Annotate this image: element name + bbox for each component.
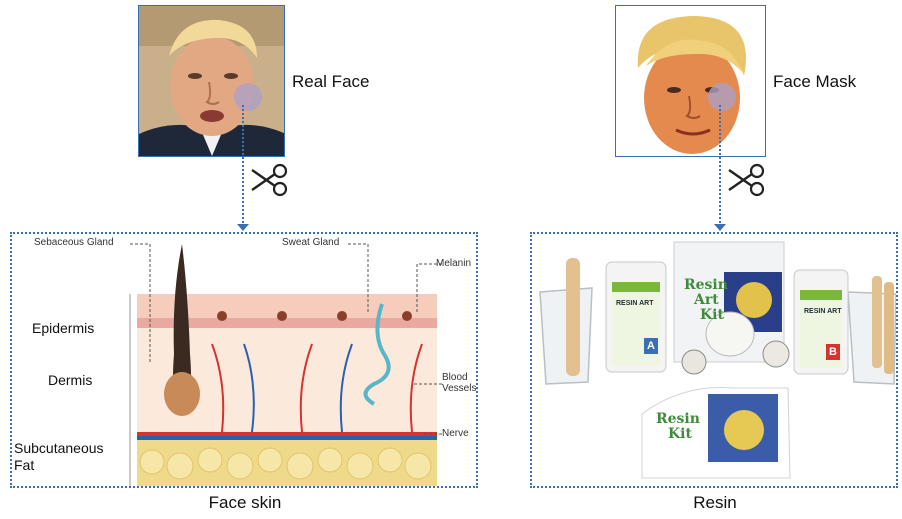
- resin-caption: Resin: [660, 493, 770, 513]
- real-face-label: Real Face: [292, 72, 369, 92]
- label-sweat-gland: Sweat Gland: [282, 237, 339, 248]
- label-epidermis: Epidermis: [32, 320, 94, 336]
- resin-kit-illustration: [532, 234, 896, 486]
- kit-brand-logo: Resin Art Kit: [684, 278, 728, 323]
- arrow-head-left: [237, 224, 249, 231]
- bottle-a-badge: A: [644, 338, 658, 354]
- resin-panel: RESIN ART A RESIN ART B Resin Art Kit Re…: [530, 232, 898, 488]
- connector-line-right: [719, 105, 721, 227]
- face-mask-illustration: [616, 6, 766, 157]
- bottle-b-text: RESIN ART: [804, 308, 841, 315]
- connector-line-left: [242, 105, 244, 227]
- label-dermis: Dermis: [48, 372, 92, 388]
- sample-spot-marker: [234, 83, 262, 111]
- label-nerve: Nerve: [442, 428, 469, 439]
- face-mask-label: Face Mask: [773, 72, 856, 92]
- sample-spot-marker: [708, 83, 736, 111]
- label-sebaceous-gland: Sebaceous Gland: [34, 237, 114, 248]
- label-subcutaneous-fat: Subcutaneous Fat: [14, 440, 104, 474]
- real-face-illustration: [139, 6, 285, 157]
- face-mask-photo: [615, 5, 766, 157]
- face-skin-caption: Face skin: [160, 493, 330, 513]
- label-melanin: Melanin: [436, 258, 471, 269]
- label-blood-vessels: Blood Vessels: [442, 372, 476, 394]
- scissors-icon: [727, 160, 769, 200]
- real-face-photo: [138, 5, 285, 157]
- face-skin-panel: Sebaceous Gland Sweat Gland Melanin Bloo…: [10, 232, 478, 488]
- arrow-head-right: [714, 224, 726, 231]
- bottle-a-text: RESIN ART: [616, 300, 653, 307]
- scissors-icon: [250, 160, 292, 200]
- booklet-logo: Resin Kit: [656, 412, 700, 442]
- bottle-b-badge: B: [826, 344, 840, 360]
